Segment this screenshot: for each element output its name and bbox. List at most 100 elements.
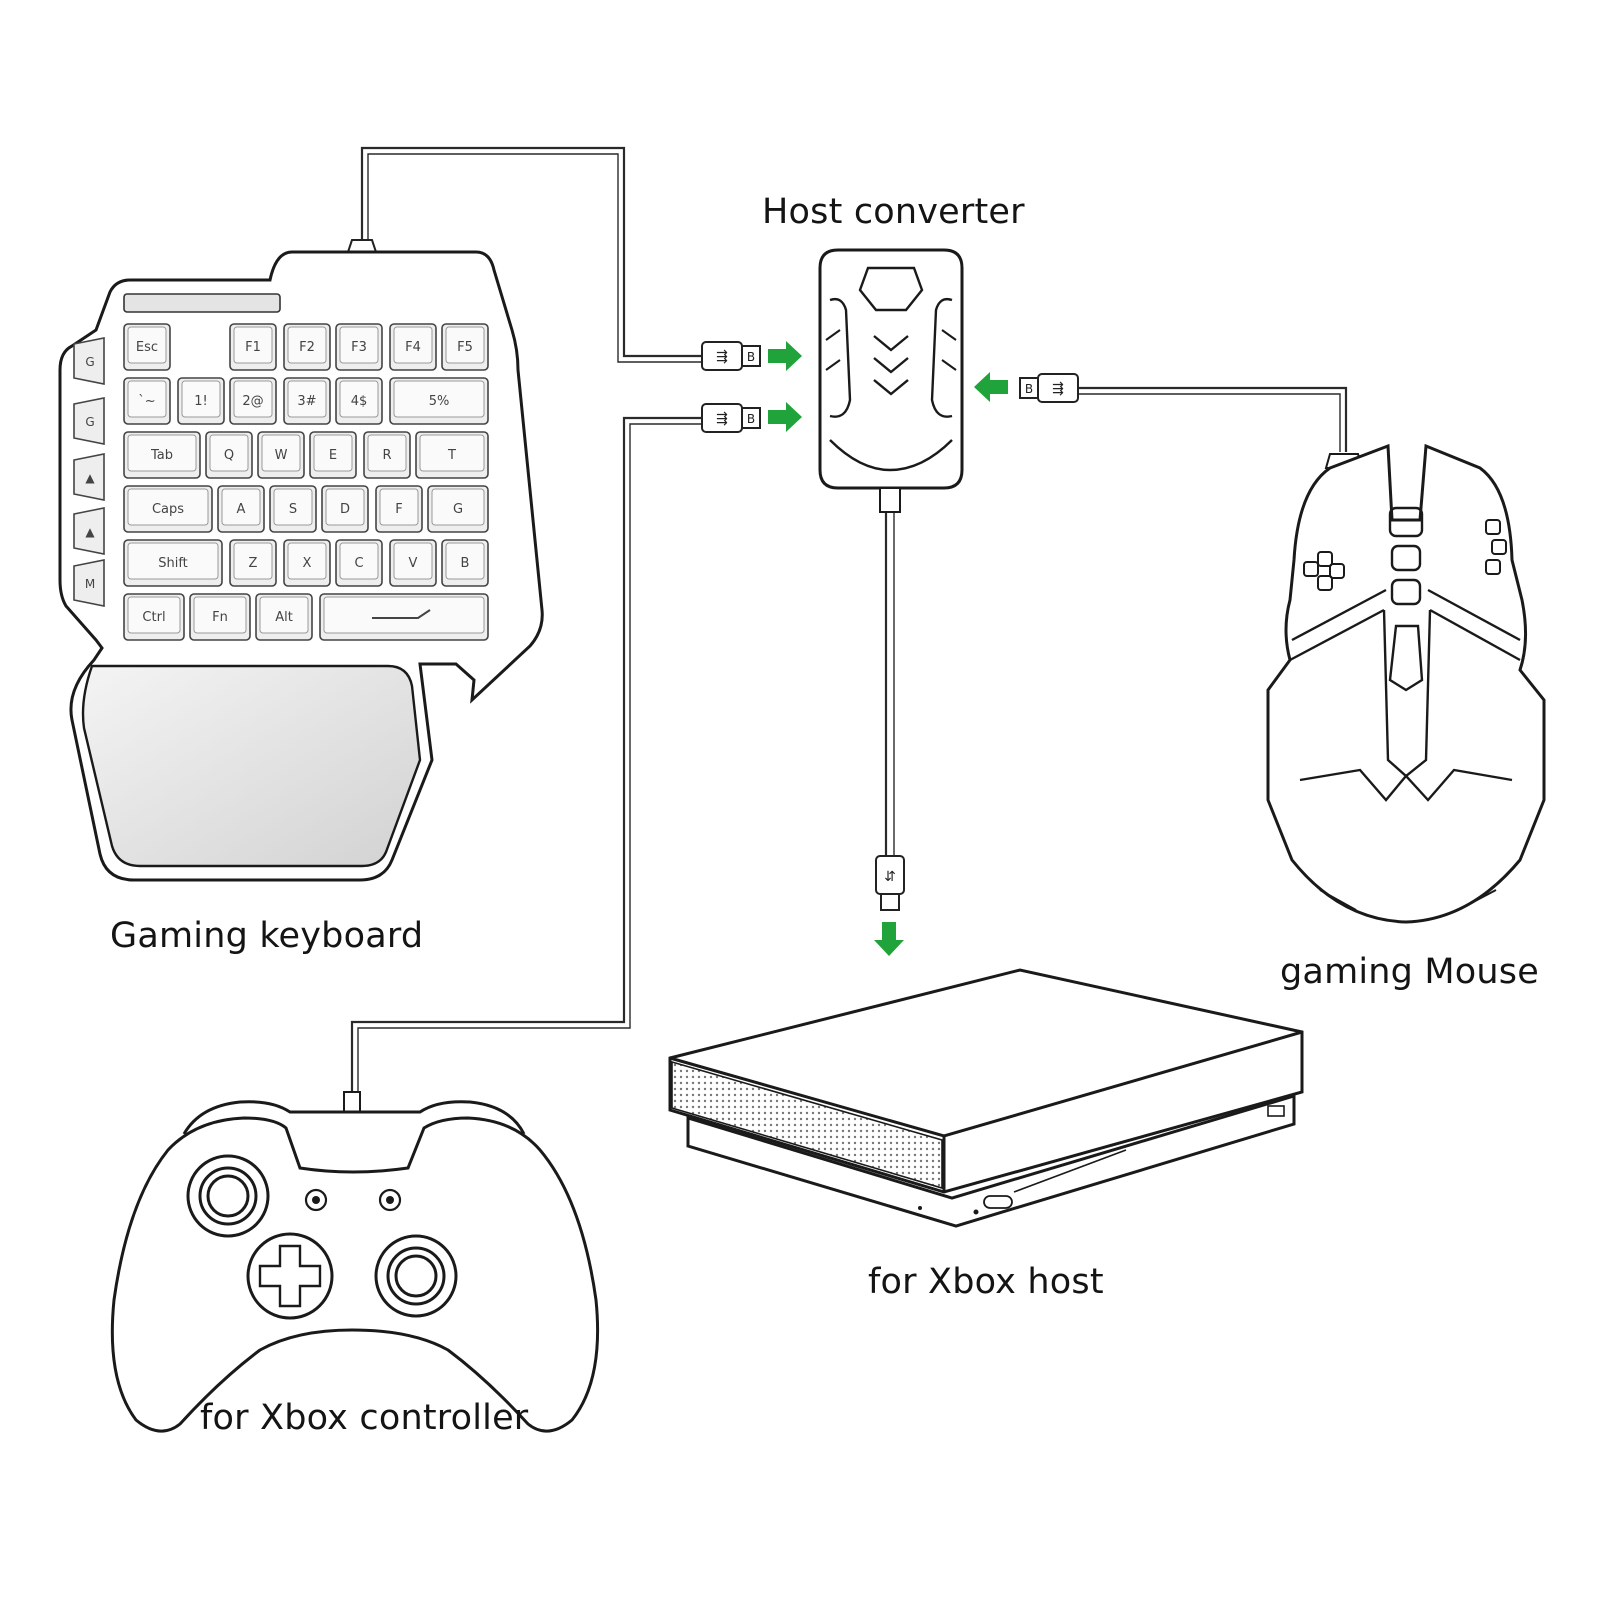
- keycap-label: Z: [249, 556, 258, 571]
- keycap-label: T: [447, 448, 456, 463]
- xbox-console-device: [668, 968, 1304, 1228]
- keycap-label: F1: [245, 340, 261, 355]
- keycap: `~: [123, 377, 171, 425]
- keycap-label: Tab: [150, 448, 173, 463]
- side-key-label: G: [85, 415, 94, 429]
- keycap-label: Caps: [152, 502, 184, 517]
- keycap-label: S: [289, 502, 297, 517]
- keycap-label: W: [275, 448, 288, 463]
- side-macro-key: G: [73, 337, 105, 385]
- keycap-label: G: [453, 502, 463, 517]
- side-macro-key: ▲: [73, 453, 105, 501]
- mouse-side-buttons-left: [1303, 551, 1345, 591]
- keycap-label: Shift: [158, 556, 188, 571]
- keycap-label: B: [461, 556, 470, 571]
- keyboard-cable: [360, 146, 702, 358]
- host-converter-label: Host converter: [762, 192, 1025, 232]
- keycap-label: C: [354, 556, 363, 571]
- keycap-label: 4$: [351, 394, 368, 409]
- arrow-right-icon: [768, 341, 802, 371]
- right-stick: [374, 1234, 458, 1318]
- keycap-label: 2@: [242, 394, 263, 409]
- usb-symbol: ⇶: [716, 349, 728, 365]
- keycap: Ctrl: [123, 593, 185, 641]
- port-letter: B: [747, 412, 755, 426]
- keycap-label: Ctrl: [142, 610, 165, 625]
- arrow-right-icon: [768, 402, 802, 432]
- usb-symbol: ⇵: [884, 869, 896, 885]
- keycap: Caps: [123, 485, 213, 533]
- keycap: F4: [389, 323, 437, 371]
- keycap: 3#: [283, 377, 331, 425]
- keycap: Fn: [189, 593, 251, 641]
- side-macro-key: M: [73, 559, 105, 607]
- arrow-left-icon: [974, 372, 1008, 402]
- keycap-label: Fn: [212, 610, 228, 625]
- side-key-label: ▲: [85, 525, 95, 539]
- keycap: X: [283, 539, 331, 587]
- side-macro-key: G: [73, 397, 105, 445]
- usb-plug-mouse: B ⇶: [1019, 373, 1079, 403]
- spacebar-glyph: [372, 609, 431, 619]
- port-letter: B: [1025, 382, 1033, 396]
- keycap: F: [375, 485, 423, 533]
- keycap: F3: [335, 323, 383, 371]
- view-button: [304, 1188, 328, 1212]
- keycap: Shift: [123, 539, 223, 587]
- side-key-label: M: [85, 577, 95, 591]
- keycap: R: [363, 431, 411, 479]
- keycap: F2: [283, 323, 331, 371]
- gaming-mouse-device: [1266, 443, 1546, 924]
- gaming-keyboard-label: Gaming keyboard: [110, 916, 424, 956]
- gaming-mouse-label: gaming Mouse: [1280, 952, 1539, 992]
- keycap: F5: [441, 323, 489, 371]
- side-key-label: G: [85, 355, 94, 369]
- keycap: Tab: [123, 431, 201, 479]
- keycap-label: 5%: [429, 394, 450, 409]
- keycap: V: [389, 539, 437, 587]
- host-converter-device: [818, 248, 964, 513]
- keycap: Z: [229, 539, 277, 587]
- keycap: B: [441, 539, 489, 587]
- keycap-label: Q: [224, 448, 234, 463]
- keycap-label: F: [395, 502, 402, 517]
- mouse-side-buttons-right: [1485, 519, 1507, 575]
- keycap-label: 1!: [194, 394, 207, 409]
- keycap-label: 3#: [297, 394, 316, 409]
- keycap: W: [257, 431, 305, 479]
- keycap-label: F4: [405, 340, 421, 355]
- menu-button: [378, 1188, 402, 1212]
- keycap-label: R: [382, 448, 391, 463]
- usb-symbol: ⇶: [716, 411, 728, 427]
- keyboard-side-keys: G G ▲ ▲ M: [73, 337, 105, 607]
- keycap: Esc: [123, 323, 171, 371]
- keycap: Alt: [255, 593, 313, 641]
- keycap: S: [269, 485, 317, 533]
- keycap-label: F2: [299, 340, 315, 355]
- keycap-label: D: [340, 502, 350, 517]
- keycap: E: [309, 431, 357, 479]
- port-letter: B: [747, 350, 755, 364]
- usb-symbol: ⇶: [1052, 381, 1064, 397]
- keycap: 5%: [389, 377, 489, 425]
- keycap-label: V: [409, 556, 418, 571]
- dpad-icon: [258, 1244, 322, 1308]
- xbox-host-label: for Xbox host: [868, 1262, 1104, 1302]
- xbox-controller-label: for Xbox controller: [200, 1398, 529, 1438]
- side-macro-key: ▲: [73, 507, 105, 555]
- flow-arrows: [768, 341, 1008, 956]
- keycap: 1!: [177, 377, 225, 425]
- keycap: G: [427, 485, 489, 533]
- keycap-label: Alt: [275, 610, 293, 625]
- keycap-label: F3: [351, 340, 367, 355]
- keycap: 4$: [335, 377, 383, 425]
- xbox-controller-device: [110, 1091, 600, 1433]
- usb-plug-controller: ⇶ B: [701, 403, 761, 433]
- side-key-label: ▲: [85, 471, 95, 485]
- arrow-down-icon: [874, 922, 904, 956]
- keycap-label: `~: [138, 394, 155, 409]
- keycap: Q: [205, 431, 253, 479]
